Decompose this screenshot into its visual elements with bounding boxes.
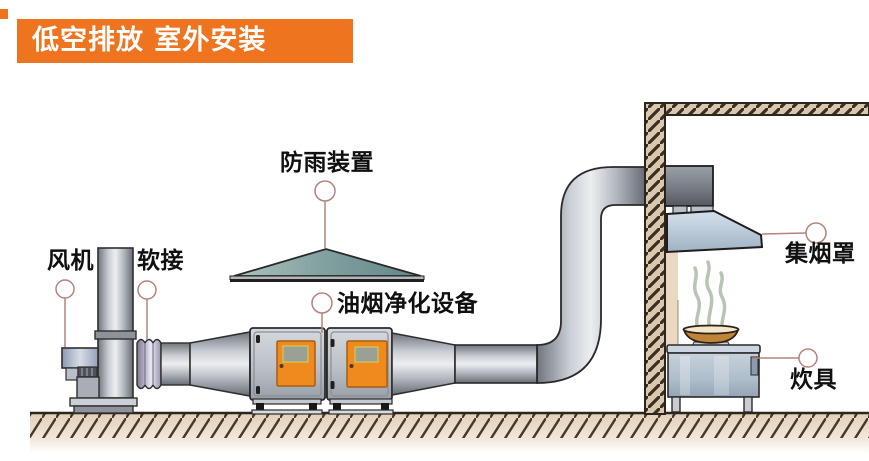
rain-shield-base-shadow (230, 279, 424, 282)
rain-shield-base (229, 275, 425, 280)
fan-assembly (61, 247, 138, 414)
stove-highlight (680, 356, 690, 395)
stand-base (328, 409, 394, 415)
hinge (330, 381, 335, 389)
page-title: 低空排放 室外安装 (32, 25, 267, 56)
hinge (330, 339, 335, 347)
horizontal-duct (454, 344, 538, 384)
label-purifier: 油烟净化设备 (337, 291, 478, 317)
hinge (256, 386, 260, 394)
hood-assembly (664, 165, 764, 254)
purifier-frame (253, 331, 322, 397)
label-rain-shield: 防雨装置 (280, 150, 374, 176)
label-cooker: 炊具 (790, 367, 837, 393)
stand-foot (381, 403, 389, 411)
fan-base-pedestal (73, 405, 134, 414)
callout-circle-purifier (311, 292, 333, 314)
steam-wisp (705, 260, 714, 334)
fan-base-plate (69, 397, 138, 407)
soft-connector (136, 338, 162, 390)
door-window (354, 346, 379, 363)
wall-outlet-box (664, 165, 714, 207)
smoke-hood (666, 209, 764, 254)
wall-inner-surface (665, 252, 678, 345)
steam-wisp (692, 266, 702, 333)
rain-shield (229, 248, 425, 282)
stove-counter (666, 344, 761, 354)
stand-foot (333, 403, 341, 411)
callout-circle-cooker (798, 348, 818, 368)
stand-foot (309, 403, 317, 411)
stove-leg (743, 396, 753, 413)
fan-housing (61, 347, 99, 369)
stove-leg (671, 396, 681, 413)
stand-rail (252, 398, 322, 405)
fan-mount (65, 367, 79, 381)
callout-circle-soft-connector (137, 280, 157, 300)
inlet-cone (189, 331, 251, 397)
steam-wisps (692, 260, 727, 334)
stove-side-panel (750, 356, 759, 376)
purifier-unit-1 (249, 327, 326, 415)
steam-wisp (718, 271, 727, 333)
label-soft-connector: 软接 (137, 248, 184, 274)
duct-flange (94, 330, 137, 340)
outlet-cone (391, 332, 456, 396)
door-lock (279, 364, 284, 368)
callout-circle-fan (55, 279, 75, 299)
fan-motor (76, 376, 100, 399)
callout-circle-rain-shield (314, 180, 336, 202)
label-smoke-hood: 集烟罩 (785, 241, 856, 267)
bellows-body (136, 338, 162, 390)
inlet-duct (160, 342, 191, 386)
stand-rail (329, 398, 393, 405)
cooker-assembly (666, 324, 761, 413)
wall (644, 102, 666, 415)
wok-rim (682, 324, 740, 335)
riser-duct (536, 166, 646, 384)
stand-base (251, 409, 323, 415)
callouts (55, 180, 827, 368)
stand-foot (256, 403, 264, 411)
hinge (256, 335, 260, 343)
door-window (282, 345, 309, 363)
title-banner: 低空排放 室外安装 (17, 19, 353, 63)
banner-accent-square (0, 9, 8, 19)
fan-outlet-duct (97, 247, 134, 399)
ground (30, 411, 869, 453)
purifier-unit-2 (326, 327, 394, 415)
unit-junction (325, 330, 327, 398)
callout-circle-smoke-hood (805, 222, 827, 244)
stove-highlight (714, 356, 729, 395)
rain-shield-roof (233, 248, 422, 277)
ceiling (644, 102, 869, 116)
label-fan: 风机 (47, 248, 94, 274)
purifier-frame (330, 331, 389, 397)
stove-body (667, 352, 760, 398)
door-lock (349, 364, 354, 368)
ground-hatching (30, 414, 869, 438)
callout-line-smoke-hood (761, 232, 807, 235)
building-structure (644, 102, 869, 415)
